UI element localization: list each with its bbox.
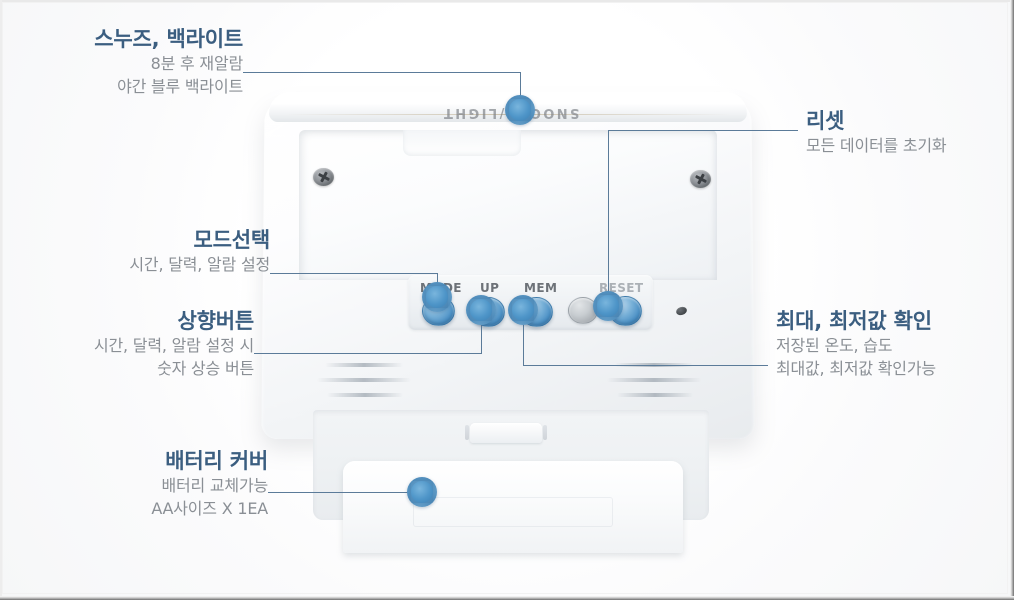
callout-line: AA사이즈 X 1EA (151, 499, 268, 519)
callout-mode-select: 모드선택 시간, 달력, 알람 설정 (0, 227, 270, 276)
image-frame-top (0, 0, 1014, 2)
grille-slot (617, 393, 693, 397)
callout-dot-up[interactable] (466, 295, 496, 325)
callout-line: 8분 후 재알람 (150, 54, 244, 74)
callout-title: 상향버튼 (177, 309, 255, 333)
button-label-mem: MEM (524, 281, 558, 295)
battery-cover-inset (413, 497, 613, 527)
callout-dot-snooze[interactable] (505, 95, 535, 125)
callout-line: 시간, 달력, 알람 설정 시 (94, 336, 254, 356)
callout-line: 배터리 교체가능 (161, 476, 268, 496)
leader-line-mem-drop (523, 322, 524, 366)
callout-line: 시간, 달력, 알람 설정 (129, 255, 270, 275)
image-frame-bottom (0, 596, 1014, 600)
grille-slot (327, 393, 403, 397)
callout-line: 모든 데이터를 초기화 (806, 136, 947, 156)
callout-dot-battery[interactable] (407, 477, 437, 507)
callout-title: 최대, 최저값 확인 (776, 309, 932, 333)
button-label-up: UP (480, 281, 500, 295)
leader-line-snooze (243, 72, 521, 73)
leader-line-mode (270, 273, 437, 274)
leader-line-maxmin (523, 365, 768, 366)
battery-cover[interactable] (343, 461, 683, 553)
image-frame-right (1010, 0, 1014, 600)
leader-line-up-rise (481, 322, 482, 354)
grille-slot (325, 363, 403, 367)
callout-up-button: 상향버튼 시간, 달력, 알람 설정 시 숫자 상승 버튼 (0, 308, 254, 381)
leader-line-snooze-drop (520, 72, 521, 98)
grille-slot (607, 378, 701, 382)
grille-slot (317, 378, 411, 382)
callout-max-min-check: 최대, 최저값 확인 저장된 온도, 습도 최대값, 최저값 확인가능 (776, 308, 1014, 381)
callout-title: 배터리 커버 (165, 449, 268, 473)
callout-dot-reset[interactable] (593, 291, 623, 321)
leader-line-up (254, 353, 481, 354)
image-frame-left (0, 0, 2, 600)
callout-reset: 리셋 모든 데이터를 초기화 (806, 108, 1011, 157)
callout-line: 저장된 온도, 습도 (776, 336, 893, 356)
leader-line-reset (608, 130, 798, 131)
callout-snooze-backlight: 스누즈, 백라이트 8분 후 재알람 야간 블루 백라이트 (0, 26, 243, 99)
callout-line: 최대값, 최저값 확인가능 (776, 359, 936, 379)
callout-title: 모드선택 (193, 228, 271, 252)
callout-dot-mode[interactable] (422, 282, 452, 312)
callout-dot-mem[interactable] (508, 295, 538, 325)
callout-line: 숫자 상승 버튼 (157, 359, 254, 379)
callout-battery-cover: 배터리 커버 배터리 교체가능 AA사이즈 X 1EA (0, 448, 268, 521)
leader-line-battery (268, 492, 423, 493)
stand-hinge-tab (465, 423, 547, 443)
leader-line-mode-drop (437, 273, 438, 287)
screw-left (313, 168, 334, 186)
device-recess-notch (403, 130, 521, 156)
callout-title: 스누즈, 백라이트 (94, 27, 243, 51)
screw-right (690, 170, 711, 188)
leader-line-reset-drop (608, 130, 609, 295)
callout-line: 야간 블루 백라이트 (117, 77, 243, 97)
callout-title: 리셋 (806, 109, 845, 133)
